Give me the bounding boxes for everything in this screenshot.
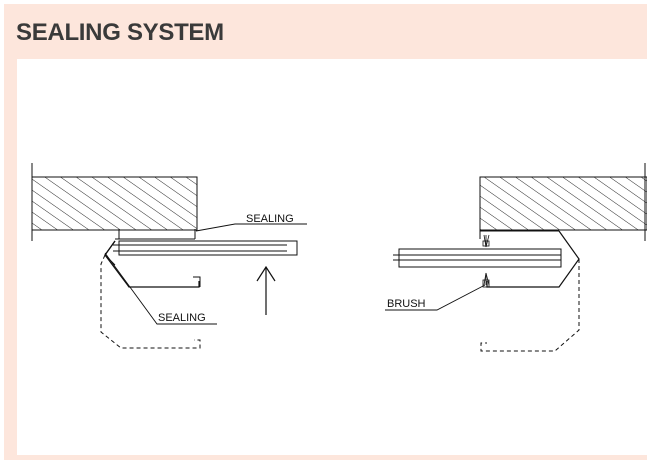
right-assembly: BRUSH <box>385 163 647 352</box>
up-arrow-icon <box>256 265 276 315</box>
right-sealing-strip <box>398 248 562 268</box>
leader-brush <box>385 284 486 311</box>
slide-frame: SEALING SYSTEM <box>4 4 647 460</box>
left-sealing-strip <box>118 240 298 256</box>
brush-top-icon <box>482 234 490 248</box>
right-profile-dashed <box>480 259 580 352</box>
brush-bottom-icon <box>482 272 490 288</box>
left-hatched-slab <box>31 176 198 231</box>
title-bar: SEALING SYSTEM <box>4 4 647 58</box>
left-profile-dashed <box>100 254 201 349</box>
leader-sealing-bottom <box>104 252 217 325</box>
sealing-system-diagram: SEALING SEALING <box>31 163 647 352</box>
right-hatched-slab <box>479 176 647 231</box>
right-profile <box>486 230 580 288</box>
left-assembly: SEALING SEALING <box>31 163 307 349</box>
label-sealing-top: SEALING <box>246 213 294 225</box>
page-title: SEALING SYSTEM <box>16 19 224 46</box>
leader-sealing-top <box>195 223 307 232</box>
diagram-canvas: SEALING SEALING <box>17 59 647 455</box>
label-brush: BRUSH <box>387 298 426 310</box>
label-sealing-bottom: SEALING <box>158 312 206 324</box>
